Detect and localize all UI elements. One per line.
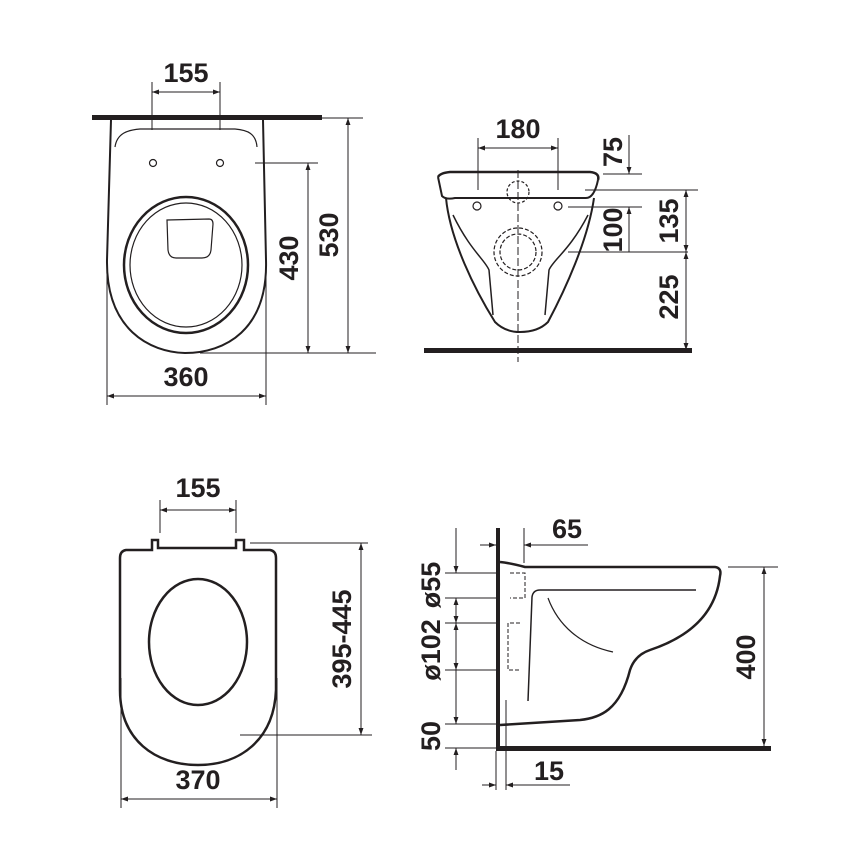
dim-top-total-length: 530 (314, 212, 344, 257)
dim-seat-width: 370 (175, 765, 220, 795)
dim-front-hole-spacing: 180 (495, 114, 540, 144)
front-view: 180 75 100 135 225 (424, 114, 698, 362)
dim-seat-hinge-spacing: 155 (175, 473, 220, 503)
dim-side-height: 400 (731, 634, 761, 679)
top-view: 155 360 430 530 (92, 58, 376, 405)
wall-bar (496, 528, 500, 751)
dim-side-bottom-offset: 50 (416, 721, 446, 751)
dim-front-rim-to-outlet: 135 (654, 198, 684, 243)
dim-side-wall-offset: 65 (552, 514, 582, 544)
dim-front-outlet-height: 225 (654, 274, 684, 319)
dim-top-hole-spacing: 155 (163, 58, 208, 88)
dim-side-outlet-diameter: ø102 (416, 619, 446, 681)
side-view: 65 ø55 ø102 50 15 400 (416, 514, 778, 790)
floor-bar (424, 348, 692, 353)
dim-front-inlet-to-outlet: 100 (598, 207, 628, 252)
dim-side-inlet-diameter: ø55 (416, 562, 446, 609)
floor-bar (496, 746, 771, 751)
seat-view: 155 370 395-445 (118, 473, 372, 808)
dim-side-wall-gap: 15 (534, 756, 564, 786)
dim-front-top-offset: 75 (598, 137, 628, 167)
dim-seat-length-range: 395-445 (327, 589, 357, 688)
dim-top-hole-to-front: 430 (274, 235, 304, 280)
wall-bar (92, 115, 322, 120)
dim-top-width: 360 (163, 362, 208, 392)
